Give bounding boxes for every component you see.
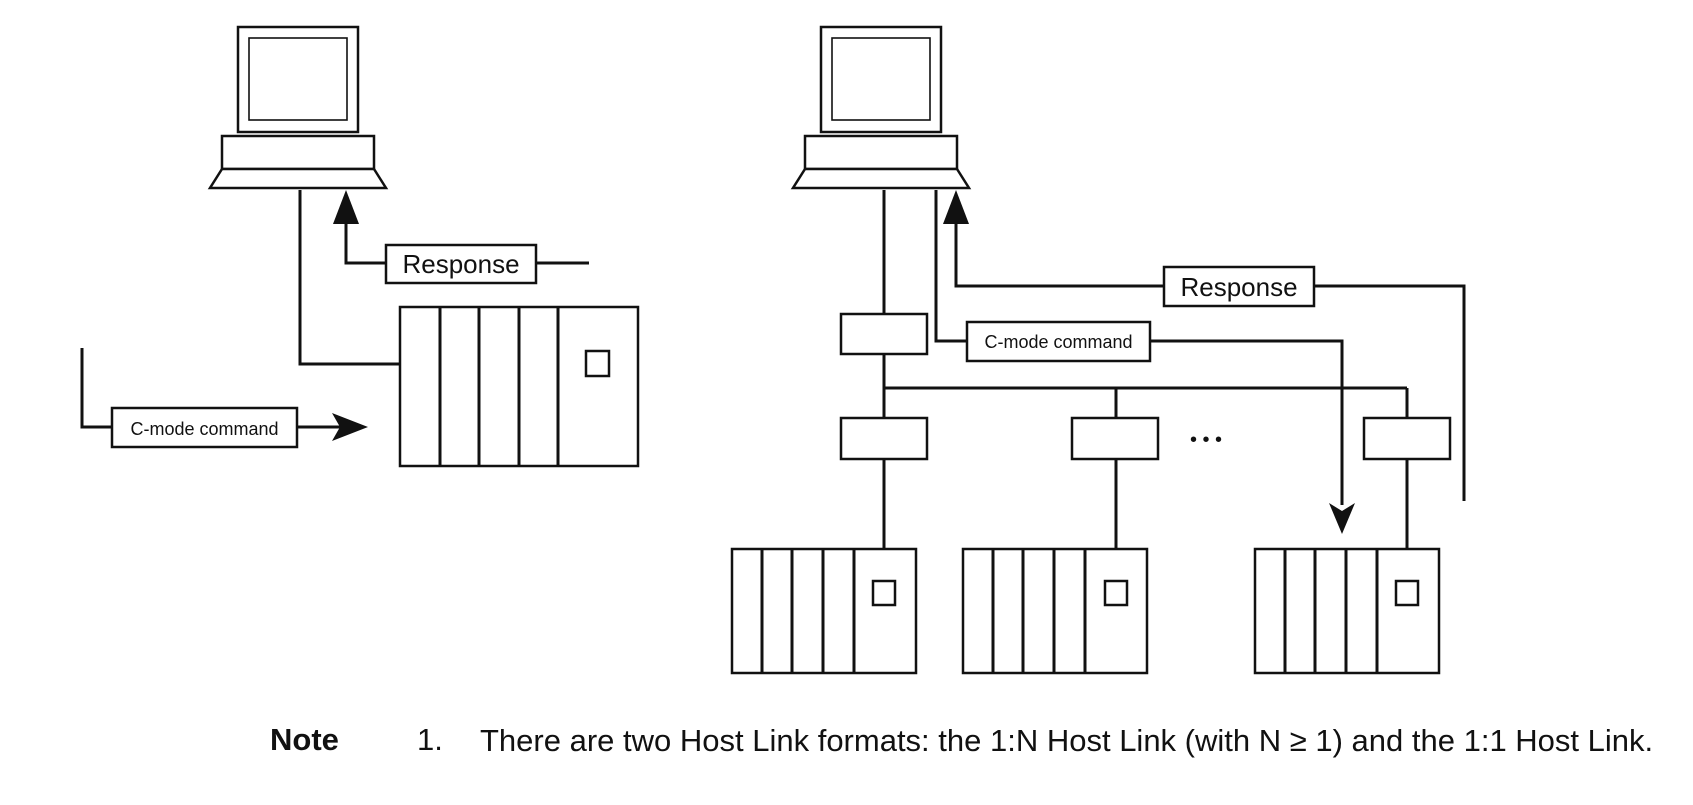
note-number: 1. <box>417 722 443 757</box>
left-command-arrow <box>332 413 368 441</box>
right-command-flow: C-mode command <box>934 190 1355 534</box>
right-command-label: C-mode command <box>984 332 1132 352</box>
right-response-arrow <box>943 190 969 224</box>
right-link-adapter-top <box>839 312 929 356</box>
right-plc-1-port <box>871 579 897 607</box>
right-link-adapter-2 <box>1070 416 1160 461</box>
left-plc <box>398 305 640 468</box>
right-link-adapter-1 <box>839 416 929 461</box>
right-plc-2 <box>961 547 1149 675</box>
right-response-label: Response <box>1180 272 1297 302</box>
right-host-computer <box>790 25 972 190</box>
right-plc-3 <box>1253 547 1441 675</box>
right-response-flow: Response <box>943 190 1466 501</box>
left-response-label: Response <box>402 249 519 279</box>
left-response-flow: Response <box>333 190 589 285</box>
right-ellipsis: • • • <box>1190 429 1222 451</box>
right-plc-1 <box>730 547 918 675</box>
left-command-label: C-mode command <box>130 419 278 439</box>
left-plc-port <box>584 349 611 378</box>
right-command-arrow <box>1329 503 1355 534</box>
left-host-computer <box>207 25 389 190</box>
note-label: Note <box>270 722 339 757</box>
left-response-arrow <box>333 190 359 224</box>
right-plc-3-port <box>1394 579 1420 607</box>
right-plc-2-port <box>1103 579 1129 607</box>
right-trunk-line <box>882 190 1409 589</box>
right-link-adapter-3 <box>1362 416 1452 461</box>
left-command-flow: C-mode command <box>80 348 368 449</box>
note-text: There are two Host Link formats: the 1:N… <box>480 723 1654 758</box>
